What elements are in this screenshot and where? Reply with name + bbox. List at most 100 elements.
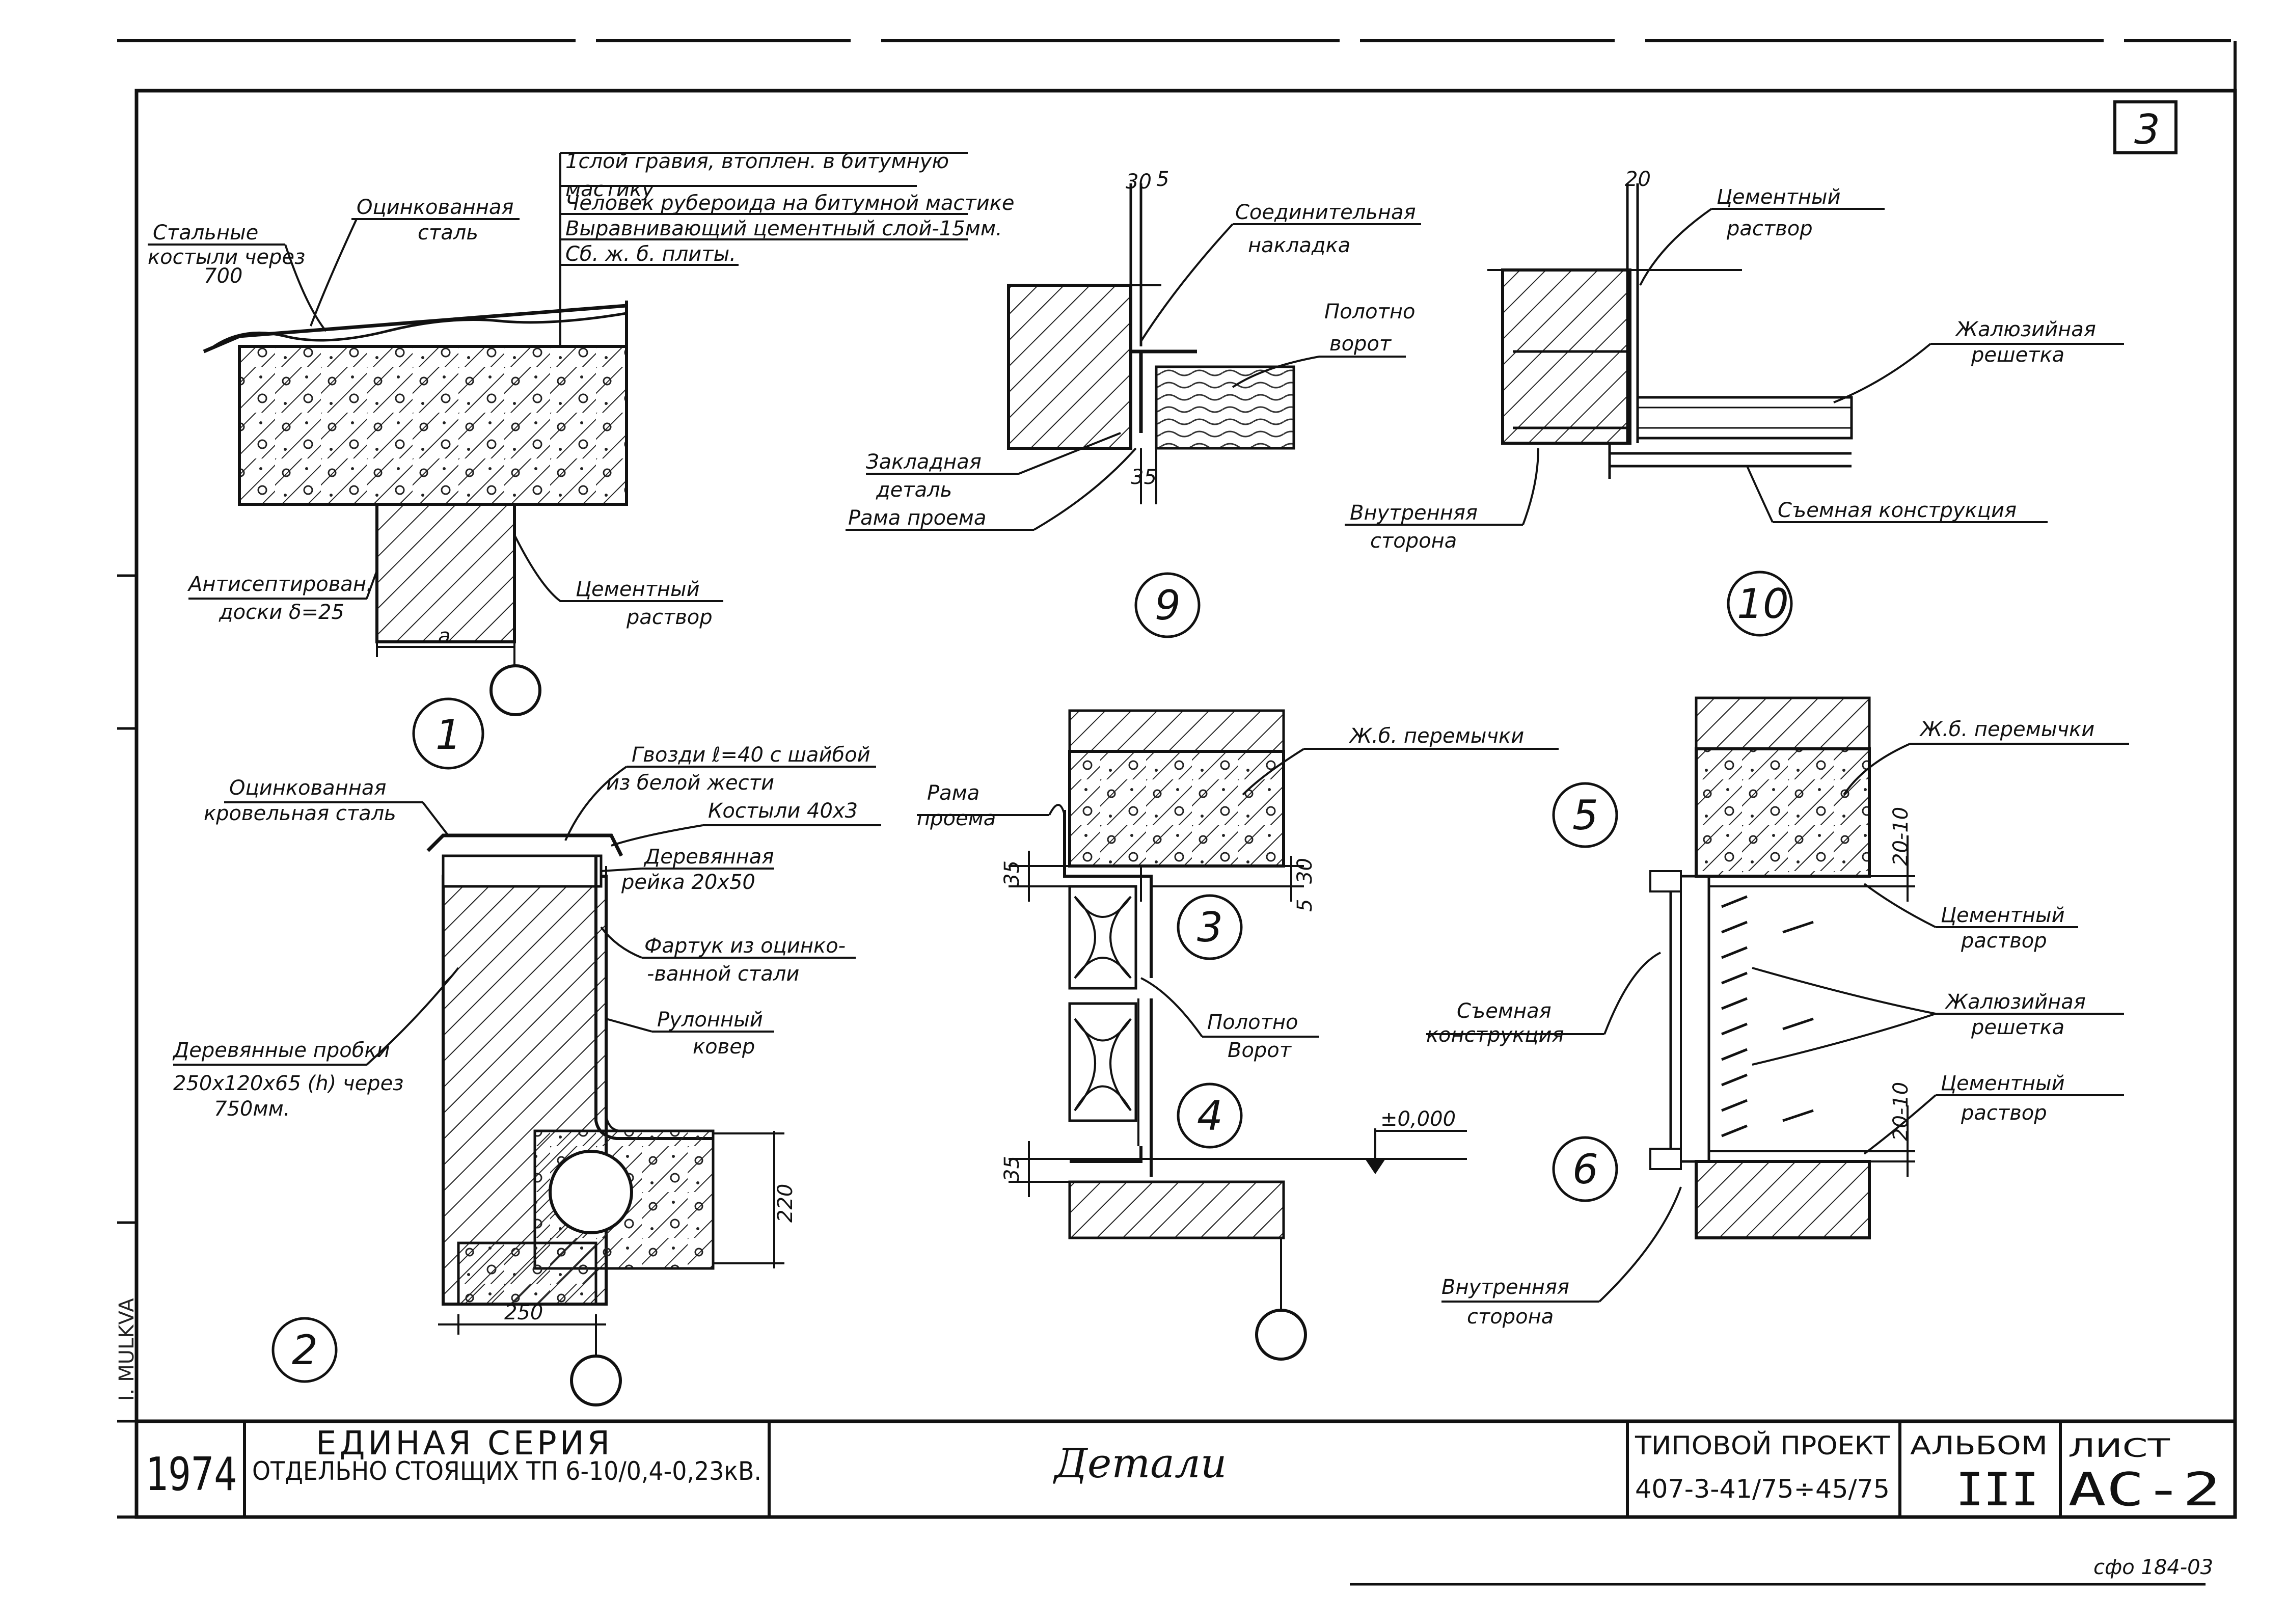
tb-album-value: III xyxy=(1956,1463,2039,1517)
detail1-antisep: Антисептирован. xyxy=(187,573,373,596)
detail2-dim-250: 250 xyxy=(504,1301,543,1324)
detail56-removable2: конструкция xyxy=(1426,1023,1564,1047)
detail1-number: 1 xyxy=(436,711,461,759)
tb-series1: ЕДИНАЯ СЕРИЯ xyxy=(316,1425,613,1463)
detail1-galv2: сталь xyxy=(418,221,478,245)
detail10-removable: Съемная конструкция xyxy=(1778,499,2017,522)
detail9-number: 9 xyxy=(1155,582,1181,629)
detail10-louver2: решетка xyxy=(1971,343,2064,367)
detail10-dim-20: 20 xyxy=(1625,168,1651,191)
detail34-frame2: проема xyxy=(917,807,996,830)
detail56-lintel: Ж.б. перемычки xyxy=(1919,718,2094,741)
detail34-dim-5: 5 xyxy=(1293,899,1317,912)
detail34-dim-35a: 35 xyxy=(1000,860,1024,886)
detail1-cement: Цементный xyxy=(576,578,700,601)
detail10-inner2: сторона xyxy=(1370,529,1457,553)
detail10-number: 10 xyxy=(1737,580,1789,628)
detail34-frame: Рама xyxy=(927,781,979,805)
detail2-galv: Оцинкованная xyxy=(229,776,386,800)
detail9-dim-5: 5 xyxy=(1156,168,1169,191)
tb-project-number: 407-3-41/75÷45/75 xyxy=(1635,1474,1890,1504)
sheet-frame xyxy=(117,39,2237,1586)
side-note: I. MULKVA xyxy=(115,1298,139,1401)
detail9-conn: Соединительная xyxy=(1235,201,1416,224)
detail1-layer4: Сб. ж. б. плиты. xyxy=(565,242,736,266)
detail-9: 35 30 5 Соединительная накладка Полотно … xyxy=(846,168,1421,638)
detail56-dim-20a: 20-10 xyxy=(1889,807,1913,866)
detail1-layer1b: мастику xyxy=(565,178,655,201)
detail1-layer3: Выравнивающий цементный слой-15мм. xyxy=(565,217,1002,240)
detail56-cementb2: раствор xyxy=(1961,1101,2047,1125)
detail1-steel: Стальные xyxy=(153,221,258,245)
detail2-plugs2: 250х120х65 (h) через xyxy=(173,1072,403,1095)
sheet-number: 3 xyxy=(2134,106,2160,153)
tb-project-label: ТИПОВОЙ ПРОЕКТ xyxy=(1635,1430,1890,1460)
detail56-number5: 5 xyxy=(1572,792,1598,839)
detail34-cloth: Полотно xyxy=(1207,1011,1298,1034)
detail9-cloth2: ворот xyxy=(1329,332,1392,356)
detail2-dim-220: 220 xyxy=(774,1184,797,1223)
detail10-inner: Внутренняя xyxy=(1350,501,1478,525)
detail34-number3: 3 xyxy=(1197,904,1223,951)
detail2-roll: Рулонный xyxy=(657,1008,763,1032)
detail56-inner: Внутренняя xyxy=(1441,1276,1569,1299)
detail34-cloth2: Ворот xyxy=(1228,1039,1292,1062)
detail-1: 1слой гравия, втоплен. в битумную мастик… xyxy=(148,150,1014,770)
detail-2: 250 220 Оцинкованная кровельная сталь Гв… xyxy=(172,743,881,1406)
detail9-embed2: деталь xyxy=(876,478,952,502)
detail56-inner2: сторона xyxy=(1467,1305,1554,1329)
detail-10: 20 Цементный раствор Жалюзийная решетка … xyxy=(1345,168,2124,637)
detail9-frame: Рама проема xyxy=(848,506,986,530)
detail10-louver: Жалюзийная xyxy=(1954,318,2096,341)
detail2-roll2: ковер xyxy=(693,1035,755,1059)
detail9-dim-30: 30 xyxy=(1126,170,1152,194)
detail9-conn2: накладка xyxy=(1248,234,1350,257)
louver-blades xyxy=(1721,895,1814,1138)
tb-series2: ОТДЕЛЬНО СТОЯЩИХ ТП 6-10/0,4-0,23кВ. xyxy=(252,1456,761,1486)
tb-sheet-title: Детали xyxy=(1053,1440,1227,1487)
tb-sheet-value: АС-2 xyxy=(2068,1463,2221,1517)
detail56-cement: Цементный xyxy=(1941,904,2065,927)
detail1-dim-a: a xyxy=(438,625,451,648)
detail9-embed: Закладная xyxy=(866,450,982,474)
detail56-number6: 6 xyxy=(1572,1146,1598,1193)
detail1-antisep2: доски δ=25 xyxy=(219,601,344,624)
title-block: 1974 ЕДИНАЯ СЕРИЯ ОТДЕЛЬНО СТОЯЩИХ ТП 6-… xyxy=(137,1419,2235,1517)
detail2-apron: Фартук из оцинко- xyxy=(644,934,846,958)
detail9-cloth: Полотно xyxy=(1324,300,1416,323)
wall xyxy=(375,503,516,643)
detail56-louver2: решетка xyxy=(1971,1016,2064,1039)
detail1-layer2: Человек рубероида на битумной мастике xyxy=(565,192,1014,215)
detail34-number4: 4 xyxy=(1197,1092,1223,1140)
detail2-number: 2 xyxy=(292,1327,318,1374)
detail34-dim-35b: 35 xyxy=(1000,1156,1024,1182)
archive-stamp: сфо 184-03 xyxy=(2093,1556,2213,1579)
detail34-dim-30: 30 xyxy=(1293,858,1317,884)
detail-3-4: 35 35 30 5 Ж.б. перемычки Рама проема По… xyxy=(917,709,1559,1361)
detail2-crutch: Костыли 40х3 xyxy=(708,799,858,823)
tb-album-label: АЛЬБОМ xyxy=(1910,1431,2048,1460)
tb-sheet-label: ЛИСТ xyxy=(2068,1433,2170,1463)
detail2-apron2: -ванной стали xyxy=(647,962,799,986)
detail56-removable: Съемная xyxy=(1457,999,1552,1023)
detail34-lintel: Ж.б. перемычки xyxy=(1348,724,1524,748)
detail2-nails2: из белой жести xyxy=(606,771,774,795)
detail2-plugs: Деревянные пробки xyxy=(172,1039,390,1062)
detail-5-6: 20-10 20-10 Ж.б. перемычки Цементный рас… xyxy=(1426,696,2129,1329)
detail34-level: ±0,000 xyxy=(1380,1107,1456,1131)
detail1-layer1: 1слой гравия, втоплен. в битумную xyxy=(565,150,949,173)
detail56-louver: Жалюзийная xyxy=(1944,990,2086,1014)
detail10-cement: Цементный xyxy=(1717,185,1841,209)
sheet-number-box: 3 xyxy=(2113,100,2178,154)
detail2-plugs3: 750мм. xyxy=(214,1097,290,1121)
detail2-rail: Деревянная xyxy=(643,845,774,869)
detail56-cement2: раствор xyxy=(1961,929,2047,953)
detail2-galv2: кровельная сталь xyxy=(204,802,396,825)
detail9-dim-35: 35 xyxy=(1131,466,1157,489)
tb-year: 1974 xyxy=(145,1448,237,1501)
detail10-cement2: раствор xyxy=(1726,217,1813,240)
detail1-cement2: раствор xyxy=(626,606,713,629)
detail2-rail2: рейка 20х50 xyxy=(621,871,755,894)
detail1-steel2: костыли через xyxy=(148,246,305,269)
